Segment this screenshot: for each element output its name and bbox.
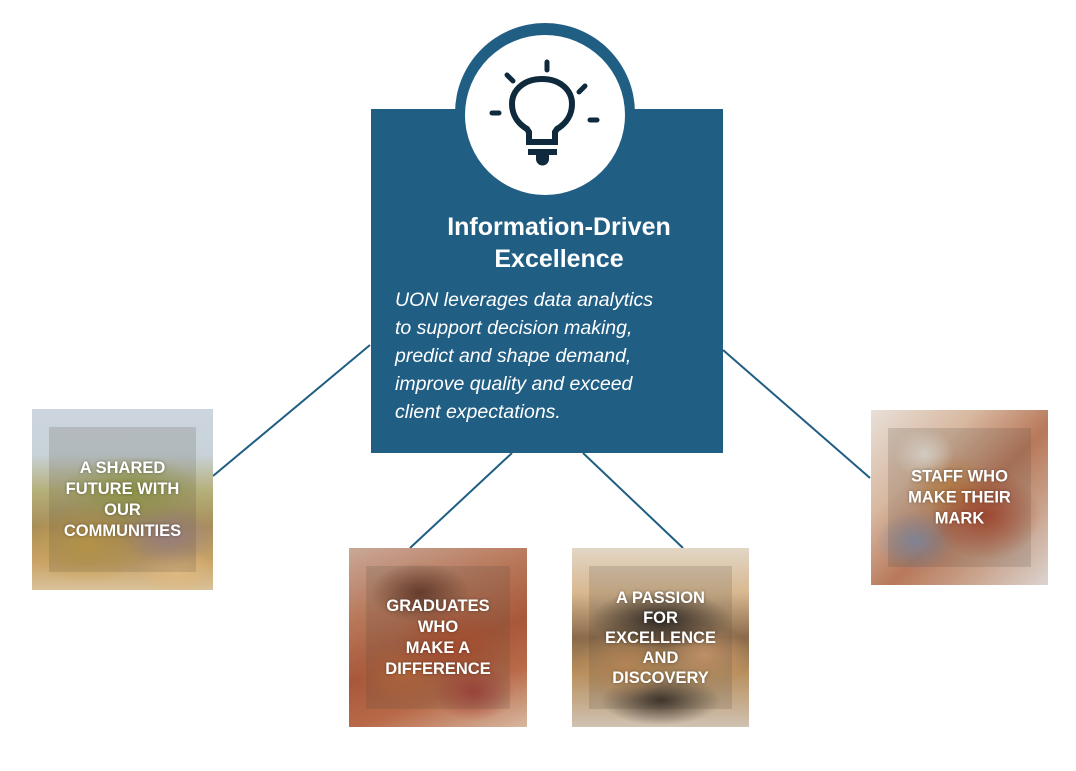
description-line: UON leverages data analytics	[395, 289, 653, 311]
card-overlay	[49, 427, 196, 572]
pillar-label-line: FOR	[643, 608, 678, 627]
title-line-2: Excellence	[494, 245, 624, 273]
pillar-card-graduates: GRADUATES WHO MAKE A DIFFERENCE	[349, 548, 527, 727]
pillar-label-line: WHO	[417, 617, 459, 636]
central-theme-description: UON leverages data analytics to support …	[395, 286, 715, 426]
central-theme-title: Information-Driven Excellence	[371, 211, 723, 275]
pillar-label-line: MAKE THEIR	[908, 488, 1011, 506]
pillar-label: GRADUATES WHO MAKE A DIFFERENCE	[349, 596, 527, 680]
pillar-label-line: OUR	[104, 500, 141, 519]
card-overlay	[589, 566, 732, 709]
pillar-label-line: DISCOVERY	[612, 668, 709, 687]
description-line: client expectations.	[395, 401, 561, 423]
pillar-label-line: GRADUATES	[386, 596, 490, 615]
pillar-label-line: A SHARED	[79, 458, 166, 477]
title-line-1: Information-Driven	[447, 213, 671, 241]
pillar-label-line: MARK	[934, 509, 985, 527]
pillar-label-line: COMMUNITIES	[63, 521, 182, 540]
pillar-card-passion: A PASSION FOR EXCELLENCE AND DISCOVERY	[572, 548, 749, 727]
pillar-label-line: STAFF WHO	[911, 467, 1008, 485]
pillar-label: A SHARED FUTURE WITH OUR COMMUNITIES	[32, 458, 213, 542]
pillar-label-line: MAKE A	[405, 638, 471, 657]
pillar-card-communities: A SHARED FUTURE WITH OUR COMMUNITIES	[32, 409, 213, 590]
connector-passion	[582, 452, 684, 549]
pillar-card-staff: STAFF WHO MAKE THEIR MARK	[871, 410, 1048, 585]
pillar-label-line: EXCELLENCE	[605, 628, 716, 647]
connector-communities	[212, 344, 371, 477]
connector-graduates	[409, 452, 513, 549]
pillar-label-line: DIFFERENCE	[385, 659, 491, 678]
pillar-label-line: A PASSION	[616, 588, 705, 607]
pillar-label: A PASSION FOR EXCELLENCE AND DISCOVERY	[572, 588, 749, 688]
lightbulb-icon	[489, 59, 600, 166]
connector-staff	[722, 349, 871, 479]
pillar-label-line: AND	[642, 648, 679, 667]
description-line: improve quality and exceed	[395, 373, 633, 395]
card-overlay	[888, 428, 1031, 567]
card-overlay	[366, 566, 510, 709]
description-line: predict and shape demand,	[395, 345, 632, 367]
pillar-label: STAFF WHO MAKE THEIR MARK	[871, 466, 1048, 529]
description-line: to support decision making,	[395, 317, 633, 339]
pillar-label-line: FUTURE WITH	[65, 479, 180, 498]
